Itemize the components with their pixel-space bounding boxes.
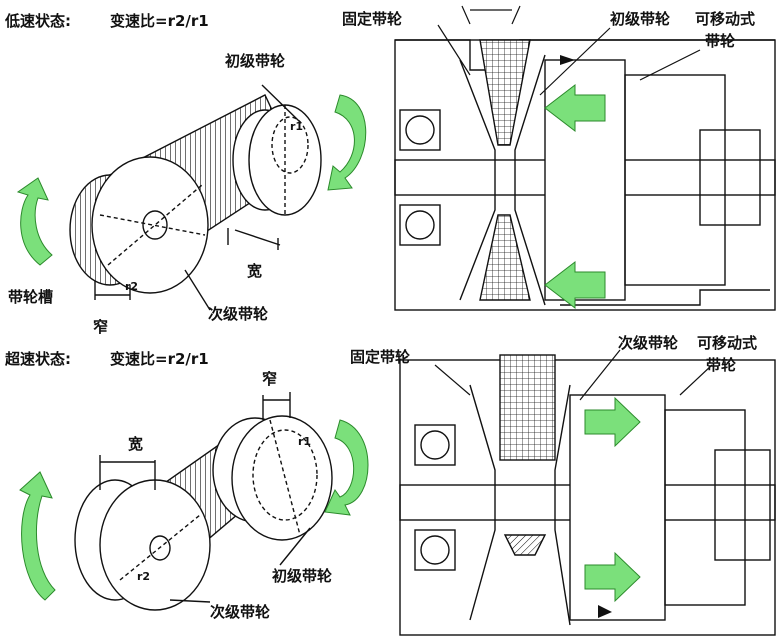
top-narrow-label: 窄 bbox=[93, 318, 109, 336]
top-groove-label: 带轮槽 bbox=[8, 288, 54, 306]
bottom-ratio-label: 变速比=r2/r1 bbox=[110, 350, 209, 368]
bottom-r2-label: r2 bbox=[137, 570, 151, 583]
top-fixed-pulley-label: 固定带轮 bbox=[342, 10, 403, 28]
bottom-movable-label-2: 带轮 bbox=[706, 356, 737, 374]
top-r2-label: r2 bbox=[125, 280, 139, 293]
bottom-primary-pulley bbox=[231, 415, 333, 541]
top-movable-label-2: 带轮 bbox=[705, 32, 736, 50]
top-rotation-arrow-left bbox=[16, 177, 53, 266]
top-pulley-diagram bbox=[69, 84, 322, 311]
bottom-wide-label: 宽 bbox=[128, 435, 144, 453]
bottom-secondary-pulley-label: 次级带轮 bbox=[210, 603, 271, 621]
top-push-arrow-2 bbox=[544, 260, 606, 310]
bottom-fixed-pulley-label: 固定带轮 bbox=[350, 348, 411, 366]
bottom-rotation-arrow-left bbox=[19, 471, 56, 601]
bottom-push-arrow-1 bbox=[584, 396, 641, 448]
bottom-rotation-arrow-right bbox=[324, 419, 369, 516]
bottom-r1-label: r1 bbox=[298, 435, 312, 448]
bottom-cross-section bbox=[399, 354, 776, 636]
top-ratio-label: 变速比=r2/r1 bbox=[110, 12, 209, 30]
top-r1-label: r1 bbox=[290, 120, 304, 133]
top-push-arrow-1 bbox=[544, 83, 606, 133]
bottom-narrow-label: 窄 bbox=[262, 370, 278, 388]
top-cross-section bbox=[394, 39, 776, 311]
bottom-mode-label: 超速状态: bbox=[5, 350, 71, 368]
bottom-pulley-diagram bbox=[74, 392, 333, 611]
top-secondary-pulley-label: 次级带轮 bbox=[208, 305, 269, 323]
bottom-movable-label: 可移动式 bbox=[697, 334, 758, 352]
top-wide-label: 宽 bbox=[247, 262, 263, 280]
top-primary-pulley-label: 初级带轮 bbox=[225, 52, 286, 70]
bottom-section-secondary-label: 次级带轮 bbox=[618, 334, 679, 352]
top-section-primary-label: 初级带轮 bbox=[610, 10, 671, 28]
top-movable-label: 可移动式 bbox=[695, 10, 756, 28]
bottom-primary-pulley-label: 初级带轮 bbox=[272, 567, 333, 585]
bottom-push-arrow-2 bbox=[584, 551, 641, 603]
top-mode-label: 低速状态: bbox=[5, 12, 71, 30]
top-rotation-arrow-right bbox=[327, 94, 367, 191]
